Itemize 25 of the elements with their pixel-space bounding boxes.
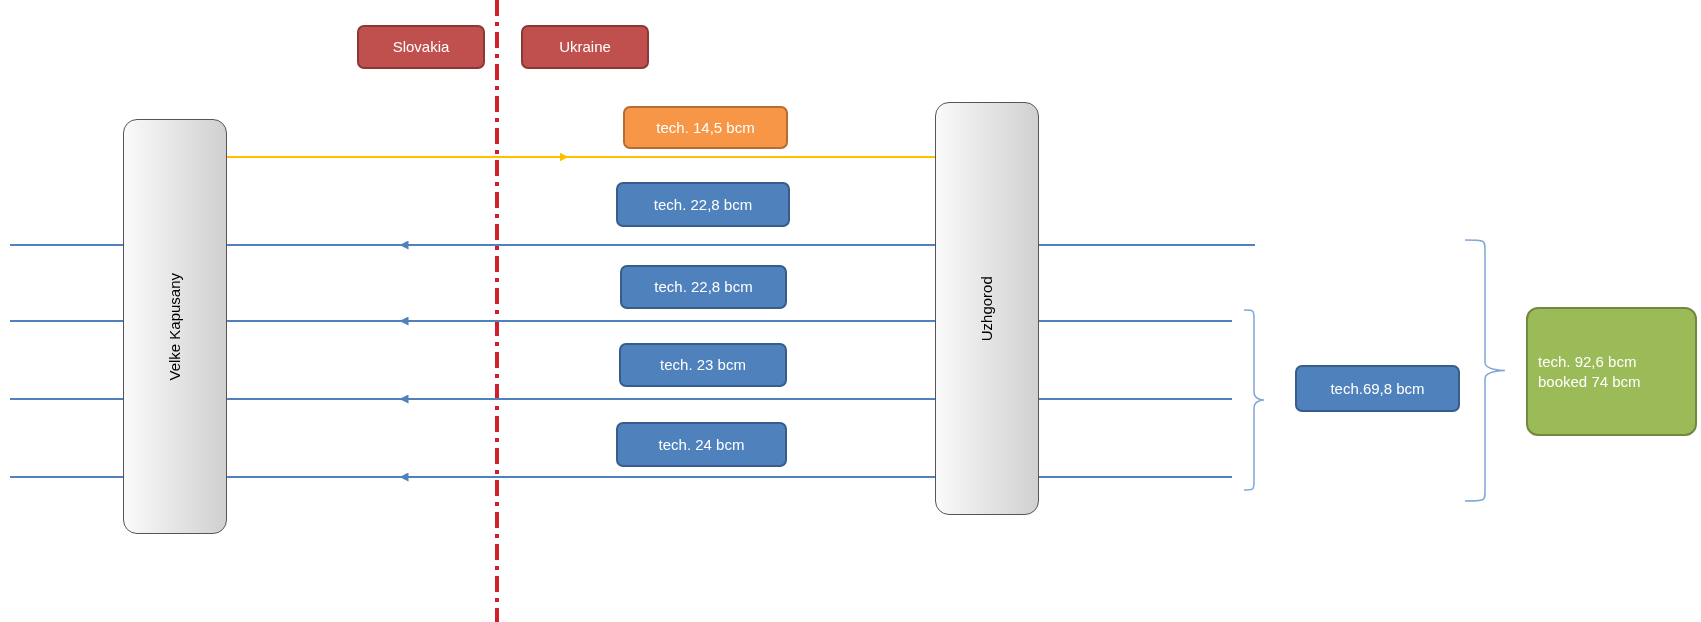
station-bar: Velke Kapusany (123, 119, 227, 534)
pipeline-arrow (226, 152, 569, 162)
pipeline-line (226, 476, 405, 478)
pipeline-line (226, 398, 405, 400)
total-capacity-box: tech. 92,6 bcm booked 74 bcm (1526, 307, 1697, 436)
pipeline-line (226, 320, 405, 322)
pipeline-line (1038, 476, 1233, 478)
pipeline-line (9, 398, 124, 400)
country-label: Slovakia (357, 25, 485, 69)
pipeline-line (9, 244, 124, 246)
pipeline-line (1038, 320, 1233, 322)
pipeline-line (1038, 244, 1256, 246)
pipeline-line (9, 476, 124, 478)
pipeline-line (226, 244, 405, 246)
pipeline-line (1038, 398, 1233, 400)
capacity-label: tech. 14,5 bcm (623, 106, 788, 149)
capacity-label: tech. 22,8 bcm (616, 182, 790, 227)
capacity-label: tech. 23 bcm (619, 343, 787, 387)
capacity-label: tech. 22,8 bcm (620, 265, 787, 309)
country-label: Ukraine (521, 25, 649, 69)
station-bar: Uzhgorod (935, 102, 1039, 515)
pipeline-line (9, 320, 124, 322)
pipeline-line (563, 156, 936, 158)
capacity-label: tech. 24 bcm (616, 422, 787, 467)
capacity-label: tech.69,8 bcm (1295, 365, 1460, 412)
